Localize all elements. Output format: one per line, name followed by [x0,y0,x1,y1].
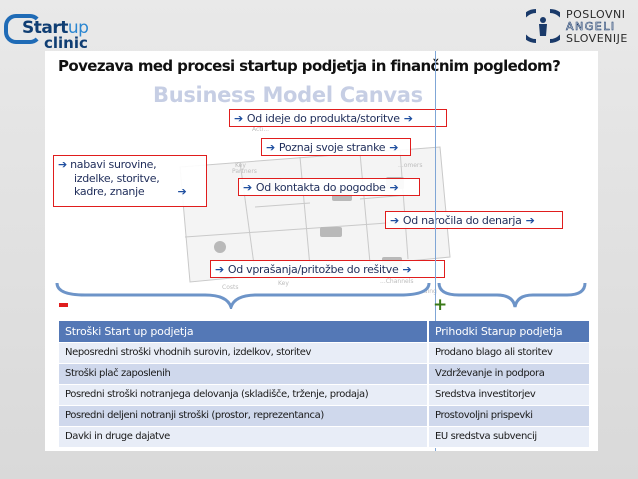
logo-text-up: up [67,18,89,38]
arrow-right-icon: ➔ [177,185,187,198]
canvas-label: Acti... [252,126,269,133]
canvas-label: ...Channels [380,278,413,285]
process-box-contact-to-contract: ➔ Od kontakta do pogodbe ➔ [238,178,420,196]
logo-text-poslovni: POSLOVNI [566,8,626,21]
arrow-right-icon: ➔ [389,180,399,194]
angel-ring-icon [526,9,560,43]
costs-revenues-table: Stroški Start up podjetja Prihodki Staru… [59,321,589,448]
process-box-issue-to-resolution: ➔ Od vprašanja/pritožbe do rešitve ➔ [210,260,445,278]
canvas-label: Key [235,162,246,169]
cost-cell: Neposredni stroški vhodnih surovin, izde… [59,342,429,364]
revenue-cell: Vzdrževanje in podpora [428,363,589,385]
arrow-right-icon: ➔ [525,213,535,227]
cost-cell: Davki in druge dajatve [59,426,429,448]
arrow-right-icon: ➔ [402,262,412,276]
arrow-right-icon: ➔ [215,262,224,276]
arrow-right-icon: ➔ [389,140,399,154]
canvas-label: Key [278,280,289,287]
process-box-label: Od kontakta do pogodbe [255,180,386,194]
process-box-label: Od ideje do produkta/storitve [246,111,400,125]
revenue-cell: Prodano blago ali storitev [428,342,589,364]
divider-line [435,51,436,451]
logo-text-clinic: clinic [44,34,88,52]
arrow-right-icon: ➔ [58,158,67,171]
table-row: Stroški plač zaposlenih Vzdrževanje in p… [59,363,589,385]
column-header-revenues: Prihodki Starup podjetja [428,321,589,343]
canvas-label: ...ding [418,288,437,295]
process-box-label: Poznaj svoje stranke [278,140,386,154]
arrow-right-icon: ➔ [390,213,399,227]
table-row: Posredni deljeni notranji stroški (prost… [59,405,589,427]
revenue-cell: Sredstva investitorjev [428,384,589,406]
canvas-label: Partners [232,168,257,175]
canvas-label: ...omers [398,162,423,169]
process-box-order-to-cash: ➔ Od naročila do denarja ➔ [385,211,563,229]
process-box-know-customers: ➔ Poznaj svoje stranke ➔ [261,138,411,156]
logo-bracket-shape [4,14,42,44]
arrow-right-icon: ➔ [266,140,275,154]
minus-sign [59,303,68,307]
cost-cell: Posredni stroški notranjega delovanja (s… [59,384,429,406]
cost-cell: Stroški plač zaposlenih [59,363,429,385]
arrow-right-icon: ➔ [403,111,413,125]
slide: Povezava med procesi startup podjetja in… [45,51,598,451]
procurement-line-2: izdelke, storitve, [74,171,160,185]
arrow-right-icon: ➔ [243,180,252,194]
startup-clinic-logo: Startup clinic [4,6,104,52]
procurement-line-3: kadre, znanje [74,185,145,198]
table-row: Neposredni stroški vhodnih surovin, izde… [59,342,589,364]
procurement-line-1: nabavi surovine, [70,158,157,171]
revenue-cell: Prostovoljni prispevki [428,405,589,427]
process-box-procurement: ➔ nabavi surovine, izdelke, storitve, ka… [53,155,207,207]
column-header-costs: Stroški Start up podjetja [59,321,429,343]
poslovni-angeli-logo: POSLOVNI ANGELI SLOVENIJE [526,6,634,50]
arrow-right-icon: ➔ [234,111,243,125]
table-row: Davki in druge dajatve EU sredstva subve… [59,426,589,448]
revenue-cell: EU sredstva subvencij [428,426,589,448]
process-box-label: Od naročila do denarja [402,213,522,227]
logo-text-slovenije: SLOVENIJE [566,32,628,45]
page-title: Povezava med procesi startup podjetja in… [58,57,561,75]
logo-text-start: Start [22,18,68,38]
table-row: Posredni stroški notranjega delovanja (s… [59,384,589,406]
process-box-label: Od vprašanja/pritožbe do rešitve [227,262,399,276]
logo-text-angeli: ANGELI [566,20,616,33]
plus-sign: + [433,295,448,315]
curly-braces [55,282,587,309]
canvas-label: Costs [222,284,238,291]
business-model-canvas-title: Business Model Canvas [153,83,423,107]
cost-cell: Posredni deljeni notranji stroški (prost… [59,405,429,427]
table-header-row: Stroški Start up podjetja Prihodki Staru… [59,321,589,343]
process-box-idea-to-product: ➔ Od ideje do produkta/storitve ➔ [229,109,447,127]
